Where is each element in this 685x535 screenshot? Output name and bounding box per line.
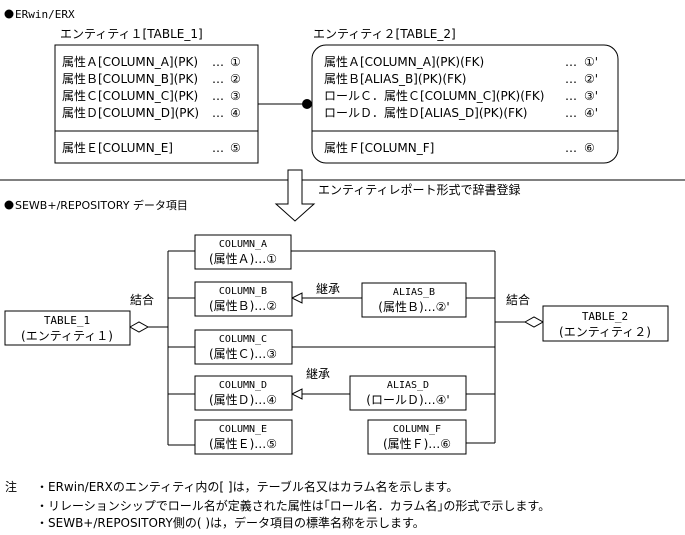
entity1-attr-dots: … [212,72,224,86]
entity2-attr-num: ③' [584,89,598,103]
conversion-arrow [274,169,316,222]
item-col-f-sub: (属性Ｆ)…⑥ [383,437,451,451]
item-col-d-name: COLUMN_D [219,380,267,391]
entity1-attr-num: ① [230,55,241,69]
item-col-b-name: COLUMN_B [219,286,267,297]
item-alias-d-sub: (ロールＤ)…④' [366,393,449,407]
item-table1-name: TABLE_1 [44,314,90,327]
item-col-f-name: COLUMN_F [393,424,441,435]
bullet-erwin [4,9,14,19]
item-alias-d-name: ALIAS_D [387,380,429,391]
item-table1-sub: (エンティティ１) [21,329,113,343]
item-alias-b-name: ALIAS_B [393,287,435,298]
item-col-f-box [367,419,467,455]
item-table2-sub: (エンティティ２) [559,325,651,339]
entity1-attr: 属性Ｄ[COLUMN_D](PK) [62,106,199,120]
entity2-attr-num: ②' [584,72,598,86]
entity1-nonkey-dots: … [212,141,224,155]
entity2-box [311,44,619,164]
entity1-box [54,44,259,164]
relationship-end-dot [302,99,312,109]
entity1-nonkey-num: ⑤ [230,141,241,155]
entity2-attr: 属性Ａ[COLUMN_A](PK)(FK) [324,55,484,69]
item-col-e-name: COLUMN_E [219,424,267,435]
entity1-title: エンティティ１[TABLE_1] [60,27,203,41]
note-line: ・リレーションシップでロール名が定義された属性は｢ロール名．カラム名｣の形式で示… [36,498,550,513]
entity2-attr-dots: … [565,55,577,69]
item-col-c-sub: (属性Ｃ)…③ [209,347,277,361]
rel-join-right: 結合 [506,292,530,307]
item-col-c-box [194,329,293,365]
entity2-title: エンティティ２[TABLE_2] [313,27,456,41]
entity2-nonkey-num: ⑥ [584,141,595,155]
entity1-attr: 属性Ｃ[COLUMN_C](PK) [62,89,198,103]
item-col-d-box [194,375,293,411]
item-col-a-name: COLUMN_A [219,239,267,250]
rel-join-left: 結合 [130,292,154,307]
aggregation-diamond-right [523,316,545,328]
entity1-attr-num: ④ [230,106,241,120]
entity2-attr-num: ④' [584,106,598,120]
entity2-attr: 属性Ｂ[ALIAS_B](PK)(FK) [324,72,466,86]
item-table1-box [4,310,131,346]
item-table2-name: TABLE_2 [582,310,628,323]
entity2-nonkey-dots: … [565,141,577,155]
notes-label: 注 [5,479,17,494]
item-col-a-sub: (属性Ａ)…① [209,252,277,266]
entity2-attr-dots: … [565,89,577,103]
entity2-attr-dots: … [565,72,577,86]
aggregation-diamond-left [128,321,150,333]
item-col-e-sub: (属性Ｅ)…⑤ [209,437,277,451]
item-col-a-box [194,234,292,270]
entity1-attr-dots: … [212,55,224,69]
arrow-caption: エンティティレポート形式で辞書登録 [318,182,521,197]
item-col-c-name: COLUMN_C [219,334,267,345]
rel-inherit-b: 継承 [316,281,340,296]
entity1-attr-num: ② [230,72,241,86]
entity2-attr-num: ①' [584,55,598,69]
item-col-d-sub: (属性Ｄ)…④ [209,393,277,407]
item-alias-b-sub: (属性Ｂ)…②' [378,300,449,314]
entity1-attr-dots: … [212,89,224,103]
entity1-attr-num: ③ [230,89,241,103]
inherit-arrowhead-b [290,292,303,304]
entity1-attr: 属性Ｂ[COLUMN_B](PK) [62,72,198,86]
entity1-attr-dots: … [212,106,224,120]
entity1-attr: 属性Ａ[COLUMN_A](PK) [62,55,198,69]
bullet-sewb [4,200,14,210]
entity2-attr: ロールＤ．属性Ｄ[ALIAS_D](PK)(FK) [324,106,527,120]
item-alias-b-box [361,282,467,318]
note-line: ・ERwin/ERXのエンティティ内の[ ]は，テーブル名又はカラム名を示します… [36,479,458,494]
inherit-arrowhead-d [290,388,303,400]
rel-inherit-d: 継承 [306,366,330,381]
entity2-attr: ロールＣ．属性Ｃ[COLUMN_C](PK)(FK) [324,89,544,103]
item-col-b-box [194,281,293,317]
item-alias-d-box [349,375,467,411]
item-col-e-box [194,419,293,455]
header-erwin: ERwin/ERX [15,8,75,21]
entity1-nonkey: 属性Ｅ[COLUMN_E] [62,141,173,155]
item-table2-box [542,305,669,342]
entity2-attr-dots: … [565,106,577,120]
entity2-nonkey: 属性Ｆ[COLUMN_F] [324,141,434,155]
header-sewb: SEWB+/REPOSITORY データ項目 [15,198,188,212]
item-col-b-sub: (属性Ｂ)…② [209,299,277,313]
note-line: ・SEWB+/REPOSITORY側の( )は，データ項目の標準名称を示します。 [36,515,425,530]
